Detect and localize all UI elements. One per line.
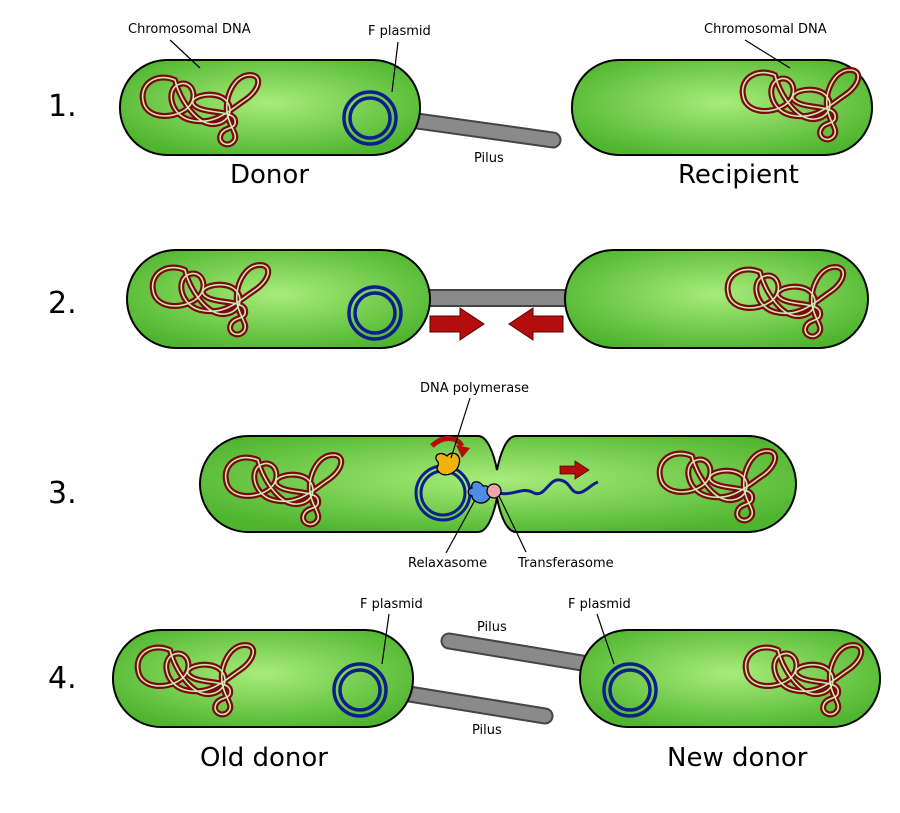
recipient-cell xyxy=(571,59,873,156)
step-number-3: 3. xyxy=(48,476,77,511)
f-plasmid-label: F plasmid xyxy=(368,24,431,39)
new-donor-cell xyxy=(579,629,881,728)
transfer-arrow xyxy=(559,460,590,480)
rotation-arrow xyxy=(430,436,465,448)
chromosomal-dna-label: Chromosomal DNA xyxy=(128,22,251,37)
f-plasmid-label: F plasmid xyxy=(568,597,631,612)
transferasome xyxy=(486,483,502,499)
step-number-2: 2. xyxy=(48,286,77,321)
step-2: 2. xyxy=(48,249,869,349)
dna-polymerase xyxy=(435,452,461,476)
pull-arrow-right xyxy=(429,307,485,341)
donor-cell xyxy=(126,249,431,349)
step-4: 4. F plasmid F plasmid Pilus Pilus Old d… xyxy=(48,597,881,773)
step-3: 3. DNA polymerase Relaxasome Transferaso… xyxy=(48,381,797,571)
relaxasome xyxy=(467,481,492,504)
transferasome-label: Transferasome xyxy=(517,556,614,571)
pilus xyxy=(419,289,575,307)
pilus-label: Pilus xyxy=(477,620,507,635)
relaxasome-label: Relaxasome xyxy=(408,556,487,571)
pilus-label: Pilus xyxy=(472,723,502,738)
step-1: 1. Chromosomal DNA F plasmid Chromosomal… xyxy=(48,22,873,190)
new-donor-label: New donor xyxy=(667,743,808,773)
donor-cell xyxy=(119,59,421,156)
pilus-label: Pilus xyxy=(474,151,504,166)
pull-arrow-left xyxy=(508,307,564,341)
conjugating-cells xyxy=(199,435,797,533)
recipient-label: Recipient xyxy=(678,160,799,190)
donor-label: Donor xyxy=(230,160,309,190)
transferred-dna-strand xyxy=(489,478,599,496)
step-number-4: 4. xyxy=(48,661,77,696)
f-plasmid-label: F plasmid xyxy=(360,597,423,612)
recipient-cell xyxy=(564,249,869,349)
step-number-1: 1. xyxy=(48,89,77,124)
old-donor-label: Old donor xyxy=(200,743,328,773)
chromosomal-dna-label: Chromosomal DNA xyxy=(704,22,827,37)
dna-polymerase-label: DNA polymerase xyxy=(420,381,529,396)
